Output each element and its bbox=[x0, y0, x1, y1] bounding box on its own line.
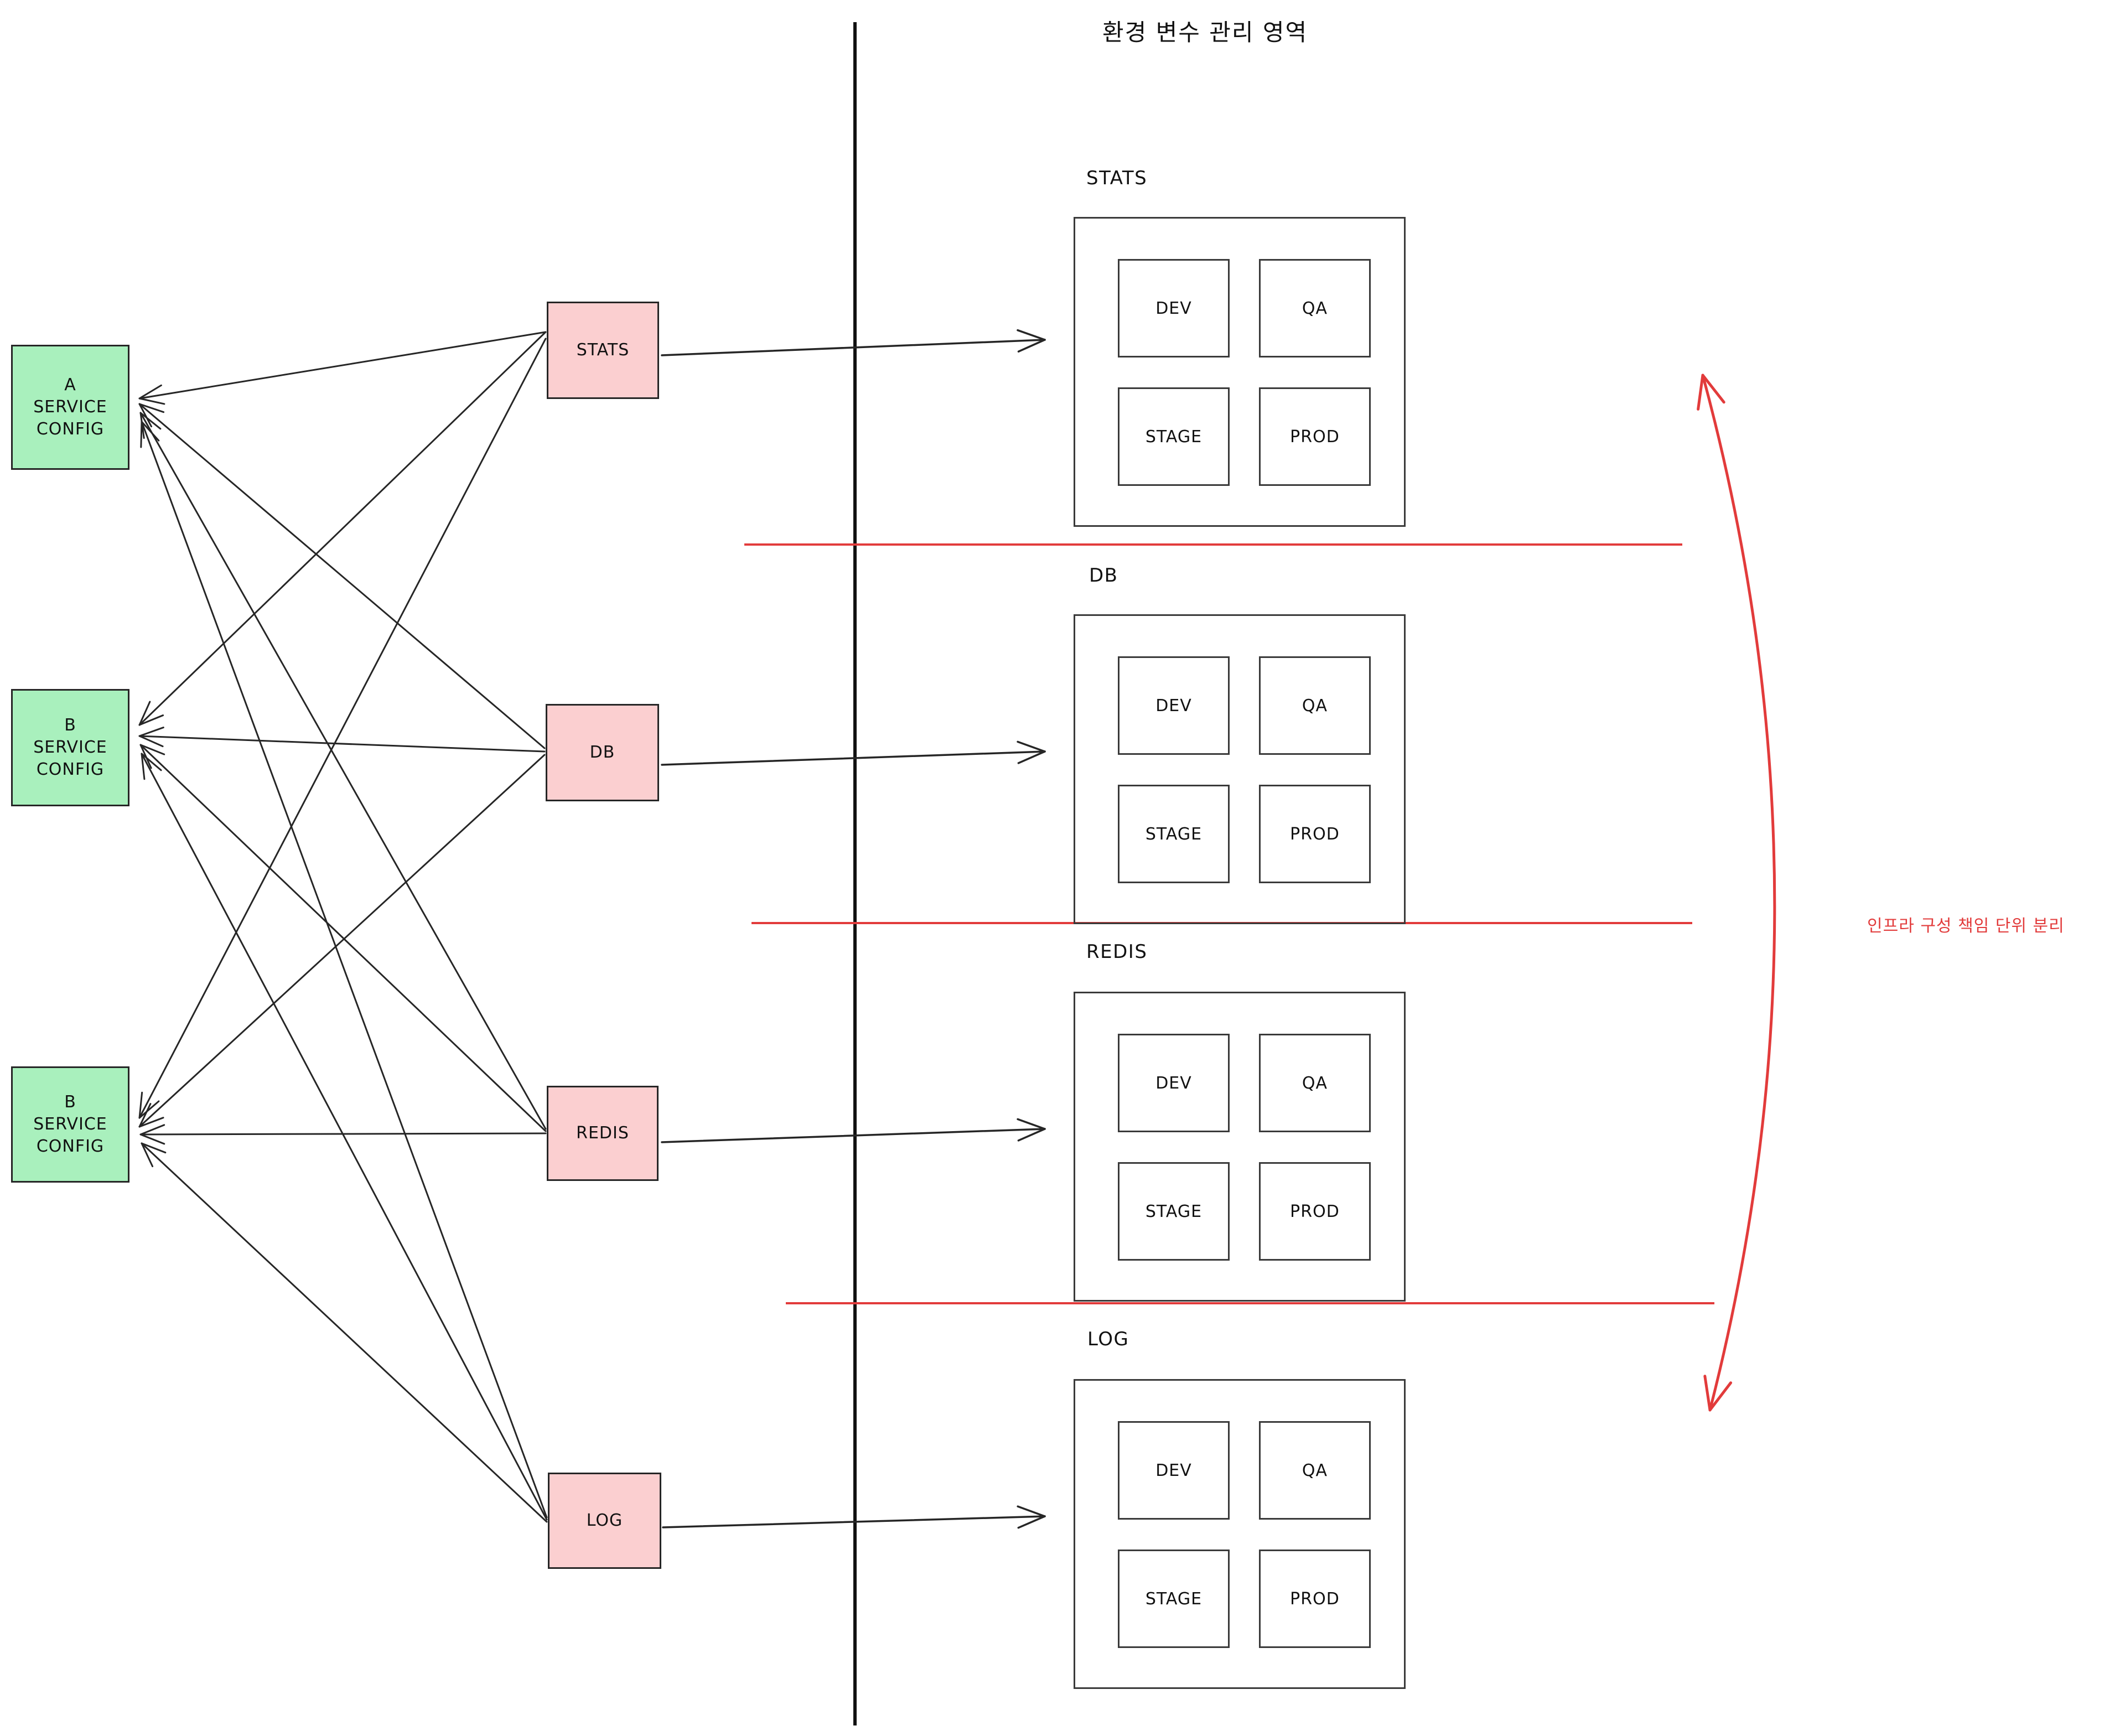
scope-double-arrow bbox=[1697, 374, 1776, 1412]
dependency-arrow-db-to-b-service-config-2 bbox=[138, 754, 546, 1128]
dependency-arrow-db-to-b-service-config-1 bbox=[138, 727, 546, 753]
component-node-stats[interactable]: STATS bbox=[547, 302, 659, 399]
component-node-db[interactable]: DB bbox=[546, 704, 659, 801]
component-node-log[interactable]: LOG bbox=[548, 1473, 661, 1569]
dependency-arrow-log-to-b-service-config-2 bbox=[141, 1142, 548, 1523]
env-group-label-db-group: DB bbox=[1089, 564, 1118, 587]
env-box-stats-group-dev[interactable]: DEV bbox=[1118, 259, 1230, 357]
env-box-label: DEV bbox=[1155, 298, 1192, 318]
node-label-line: B bbox=[64, 1092, 76, 1112]
node-label-line: CONFIG bbox=[36, 1137, 105, 1157]
env-box-label: PROD bbox=[1290, 824, 1340, 844]
env-box-log-group-qa[interactable]: QA bbox=[1259, 1421, 1371, 1520]
env-group-box-log-group bbox=[1074, 1379, 1406, 1689]
env-group-box-redis-group bbox=[1074, 992, 1406, 1302]
env-box-db-group-stage[interactable]: STAGE bbox=[1118, 785, 1230, 883]
env-box-log-group-stage[interactable]: STAGE bbox=[1118, 1550, 1230, 1648]
env-box-stats-group-prod[interactable]: PROD bbox=[1259, 387, 1371, 486]
node-label: LOG bbox=[586, 1510, 623, 1530]
env-group-label-log-group: LOG bbox=[1087, 1328, 1129, 1350]
node-label-line: CONFIG bbox=[36, 419, 105, 439]
diagram-title: 환경 변수 관리 영역 bbox=[1102, 19, 1308, 46]
env-box-label: QA bbox=[1302, 298, 1328, 318]
component-node-redis[interactable]: REDIS bbox=[547, 1086, 659, 1181]
env-box-label: STAGE bbox=[1145, 1589, 1203, 1609]
env-box-db-group-dev[interactable]: DEV bbox=[1118, 656, 1230, 755]
env-box-label: STAGE bbox=[1145, 427, 1203, 447]
env-box-label: PROD bbox=[1290, 1201, 1340, 1221]
env-box-label: STAGE bbox=[1145, 1201, 1203, 1221]
env-box-label: DEV bbox=[1155, 1460, 1192, 1480]
node-label: STATS bbox=[576, 340, 630, 360]
env-box-log-group-dev[interactable]: DEV bbox=[1118, 1421, 1230, 1520]
node-label-line: CONFIG bbox=[36, 760, 105, 780]
env-box-label: STAGE bbox=[1145, 824, 1203, 844]
dependency-arrow-log-to-b-service-config-1 bbox=[141, 753, 548, 1521]
node-label: REDIS bbox=[576, 1123, 629, 1143]
env-box-stats-group-qa[interactable]: QA bbox=[1259, 259, 1371, 357]
env-box-label: DEV bbox=[1155, 696, 1192, 716]
node-label-line: B bbox=[64, 715, 76, 735]
env-box-log-group-prod[interactable]: PROD bbox=[1259, 1550, 1371, 1648]
dependency-arrow-log-to-a-service-config bbox=[140, 421, 548, 1519]
env-box-label: QA bbox=[1302, 696, 1328, 716]
env-box-redis-group-prod[interactable]: PROD bbox=[1259, 1162, 1371, 1261]
node-label-line: SERVICE bbox=[33, 397, 107, 417]
env-group-label-redis-group: REDIS bbox=[1086, 941, 1148, 963]
env-box-redis-group-qa[interactable]: QA bbox=[1259, 1034, 1371, 1132]
flow-arrow-log-to-env-group bbox=[662, 1505, 1046, 1529]
dependency-arrow-redis-to-b-service-config-1 bbox=[139, 744, 547, 1132]
env-group-box-db-group bbox=[1074, 614, 1406, 924]
flow-arrow-db-to-env-group bbox=[661, 740, 1046, 766]
env-box-db-group-qa[interactable]: QA bbox=[1259, 656, 1371, 755]
node-label-line: A bbox=[64, 375, 76, 395]
dependency-arrow-redis-to-a-service-config bbox=[139, 412, 547, 1130]
env-group-box-stats-group bbox=[1074, 217, 1406, 527]
node-label: DB bbox=[589, 742, 615, 762]
env-box-db-group-prod[interactable]: PROD bbox=[1259, 785, 1371, 883]
env-box-redis-group-dev[interactable]: DEV bbox=[1118, 1034, 1230, 1132]
env-box-label: QA bbox=[1302, 1460, 1328, 1480]
node-label-line: SERVICE bbox=[33, 737, 107, 757]
env-box-label: QA bbox=[1302, 1073, 1328, 1093]
flow-arrow-redis-to-env-group bbox=[661, 1118, 1046, 1143]
env-box-stats-group-stage[interactable]: STAGE bbox=[1118, 387, 1230, 486]
env-box-redis-group-stage[interactable]: STAGE bbox=[1118, 1162, 1230, 1261]
env-group-label-stats-group: STATS bbox=[1086, 167, 1148, 189]
dependency-arrow-stats-to-b-service-config-2 bbox=[138, 338, 547, 1119]
env-box-label: DEV bbox=[1155, 1073, 1192, 1093]
scope-annotation-label: 인프라 구성 책임 단위 분리 bbox=[1867, 916, 2065, 936]
env-box-label: PROD bbox=[1290, 427, 1340, 447]
flow-arrow-stats-to-env-group bbox=[661, 329, 1046, 356]
dependency-arrow-stats-to-a-service-config bbox=[138, 331, 547, 405]
dependency-arrow-db-to-a-service-config bbox=[138, 403, 546, 749]
env-box-label: PROD bbox=[1290, 1589, 1340, 1609]
dependency-arrow-stats-to-b-service-config-1 bbox=[138, 331, 547, 726]
node-label-line: SERVICE bbox=[33, 1114, 107, 1134]
